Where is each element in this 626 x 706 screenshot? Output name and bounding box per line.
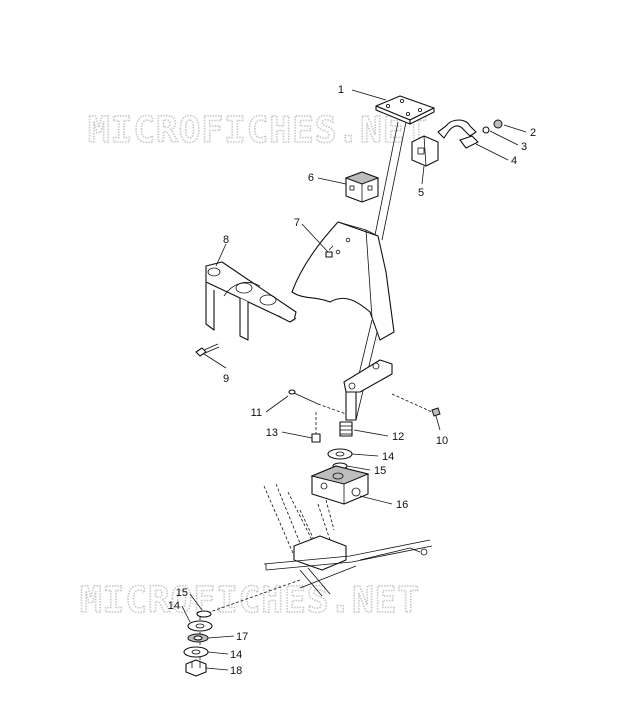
callout-18: 18 — [230, 665, 242, 677]
block-part — [411, 135, 439, 167]
lower-shaft-plate — [343, 359, 393, 421]
bolt-13 — [311, 412, 321, 443]
callout-14-lower-b: 14 — [230, 649, 242, 661]
callout-5: 5 — [418, 187, 424, 199]
bolt-9 — [195, 343, 220, 357]
callout-1: 1 — [338, 84, 344, 96]
washer-14-lower-b — [183, 646, 209, 658]
callout-16: 16 — [396, 499, 408, 511]
callout-11: 11 — [251, 407, 262, 419]
bushing-17 — [187, 633, 209, 643]
callout-2: 2 — [530, 127, 536, 139]
callout-4: 4 — [511, 155, 517, 167]
callout-14-lower-a: 14 — [168, 600, 180, 612]
callout-3: 3 — [521, 141, 527, 153]
callout-7: 7 — [294, 217, 300, 229]
washer-14-upper — [327, 448, 353, 460]
callout-12: 12 — [392, 431, 404, 443]
callout-13: 13 — [266, 427, 278, 439]
post-shroud — [291, 221, 395, 341]
callout-15-lower: 15 — [176, 587, 188, 599]
watermark-top: MICROFICHES.NET — [88, 110, 428, 151]
steering-block — [310, 465, 370, 505]
callout-14-upper: 14 — [382, 451, 394, 463]
steering-post — [347, 95, 435, 421]
callout-8: 8 — [223, 234, 229, 246]
castle-nut-18 — [185, 659, 207, 677]
callout-10: 10 — [436, 435, 448, 447]
washer-14-lower-a — [187, 620, 213, 632]
watermark-bottom: MICROFICHES.NET — [80, 580, 420, 621]
clamp-assembly — [437, 119, 503, 149]
threaded-end — [339, 421, 353, 437]
bolt-7 — [325, 245, 334, 258]
leader-lines — [181, 89, 527, 671]
cotter-pin — [288, 389, 347, 415]
mounting-bracket — [205, 261, 297, 341]
callout-17: 17 — [236, 631, 248, 643]
callout-6: 6 — [308, 172, 314, 184]
callout-15-upper: 15 — [374, 465, 386, 477]
nut-10 — [431, 407, 441, 417]
frame-section — [263, 483, 433, 597]
callout-9: 9 — [223, 373, 229, 385]
rubber-block — [344, 171, 380, 203]
oring-15-lower — [196, 610, 212, 618]
